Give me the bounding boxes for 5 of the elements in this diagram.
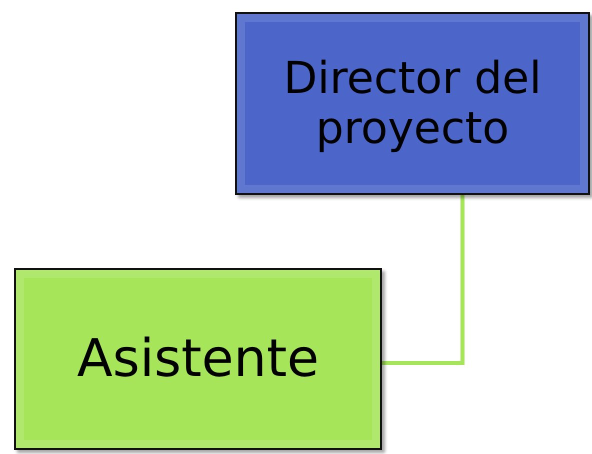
role-title: Asistente	[77, 330, 319, 388]
connector-line	[382, 195, 464, 365]
org-box	[235, 12, 590, 195]
org-box	[14, 268, 382, 450]
role-title: Director del proyecto	[282, 54, 542, 153]
